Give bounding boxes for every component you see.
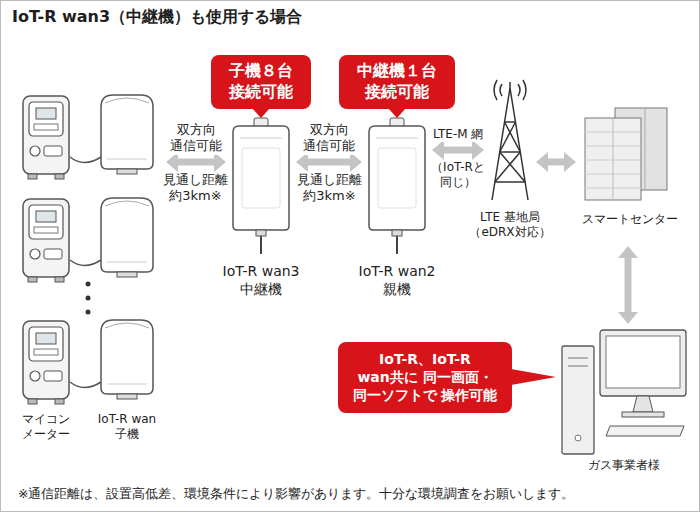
device-label: スマートセンター (582, 212, 678, 227)
callout-tail (388, 108, 406, 118)
arrow-shaft (307, 159, 351, 166)
edge-label-holder: LTE-M 網 (433, 127, 483, 142)
footnote: ※通信距離は、設置高低差、環境条件により影響があります。十分な環境調査をお願いし… (18, 486, 574, 502)
arrow-head (472, 140, 484, 160)
diagram-title: IoT-R wan3（中継機）も使用する場合 (12, 7, 302, 27)
callout-box: 子機８台 接続可能 (211, 55, 311, 109)
label-holder: 見通し距離 約3km※ (163, 172, 228, 205)
arrow-shaft (625, 257, 632, 313)
double-arrow (432, 140, 484, 160)
arrow-head (536, 152, 548, 172)
callout-tail-shape (252, 108, 270, 118)
callout-text: IoT-R、IoT-R wan共に 同一画面・同一ソフトで 操作可能 (352, 350, 498, 405)
label-holder: （IoT-Rと 同じ） (426, 160, 490, 190)
server: スマートセンター (580, 108, 680, 242)
double-arrow (618, 246, 638, 324)
device-label: マイコン メーター (22, 412, 70, 442)
double-arrow (536, 152, 576, 172)
arrow-head (296, 152, 308, 172)
arrow-shaft (177, 159, 215, 166)
callout-text: 中継機１台 接続可能 (357, 61, 437, 103)
arrow-shaft (443, 147, 473, 154)
edge-label: 双方向 通信可能 (303, 122, 355, 155)
arrow-head (350, 152, 362, 172)
device-label: IoT-R wan 子機 (90, 412, 164, 442)
double-arrow (296, 152, 362, 172)
callout-tail (511, 367, 556, 387)
arrow-head (618, 312, 638, 324)
double-arrow (166, 152, 226, 172)
arrow-head (214, 152, 226, 172)
distance-label: （IoT-Rと 同じ） (426, 160, 490, 190)
relay-device: IoT-R wan3 中継機 (230, 118, 292, 255)
callout-box: 中継機１台 接続可能 (339, 55, 455, 109)
callout-tail (252, 108, 270, 118)
distance-label: 見通し距離 約3km※ (297, 172, 362, 205)
edge-label: LTE-M 網 (433, 127, 483, 142)
callout-tail-shape (388, 108, 406, 118)
callout-tail-shape (511, 369, 556, 385)
device-label: IoT-R wan3 中継機 (211, 263, 311, 298)
label-holder: 見通し距離 約3km※ (297, 172, 362, 205)
arrow-head (166, 152, 178, 172)
device-label: IoT-R wan2 親機 (347, 263, 447, 298)
computer: ガス事業者様 (560, 328, 688, 476)
footnote-holder: ※通信距離は、設置高低差、環境条件により影響があります。十分な環境調査をお願いし… (18, 486, 574, 502)
arrow-head (564, 152, 576, 172)
unit-column: IoT-R wan 子機 (92, 90, 162, 446)
parent-device: IoT-R wan2 親機 (366, 118, 428, 255)
base-station: LTE 基地局 （eDRX対応） (488, 82, 532, 200)
callout-box: IoT-R、IoT-R wan共に 同一画面・同一ソフトで 操作可能 (338, 342, 512, 413)
edge-label-holder: 双方向 通信可能 (303, 122, 355, 155)
distance-label: 見通し距離 約3km※ (163, 172, 228, 205)
device-label: ガス事業者様 (588, 458, 660, 473)
edge-label-holder: 双方向 通信可能 (170, 122, 222, 155)
callout-text: 子機８台 接続可能 (229, 61, 293, 103)
device-label: LTE 基地局 （eDRX対応） (464, 210, 556, 240)
arrow-head (618, 246, 638, 258)
arrow-head (432, 140, 444, 160)
title-holder: IoT-R wan3（中継機）も使用する場合 (12, 7, 302, 27)
edge-label: 双方向 通信可能 (170, 122, 222, 155)
arrow-shaft (547, 159, 565, 166)
meter-column: マイコン メーター (18, 90, 74, 446)
